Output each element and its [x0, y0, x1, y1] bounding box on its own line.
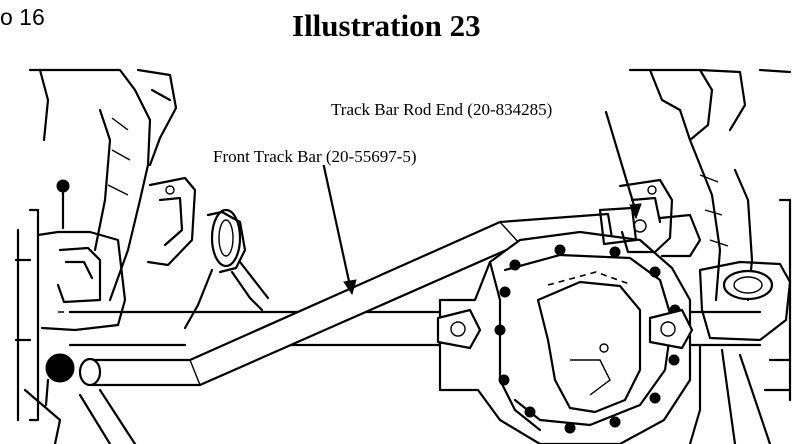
left-frame-assembly [14, 68, 197, 444]
callout-leaders [321, 110, 642, 296]
illustration-title: Illustration 23 [292, 8, 481, 43]
right-frame-assembly [598, 68, 792, 444]
callout-track-bar-rod-end: Track Bar Rod End (20-834285) [331, 100, 553, 119]
sway-bar-link-assembly [183, 208, 270, 330]
step-number-label: o 16 [0, 4, 45, 30]
differential-housing [436, 230, 694, 444]
callout-front-track-bar: Front Track Bar (20-55697-5) [213, 147, 417, 166]
